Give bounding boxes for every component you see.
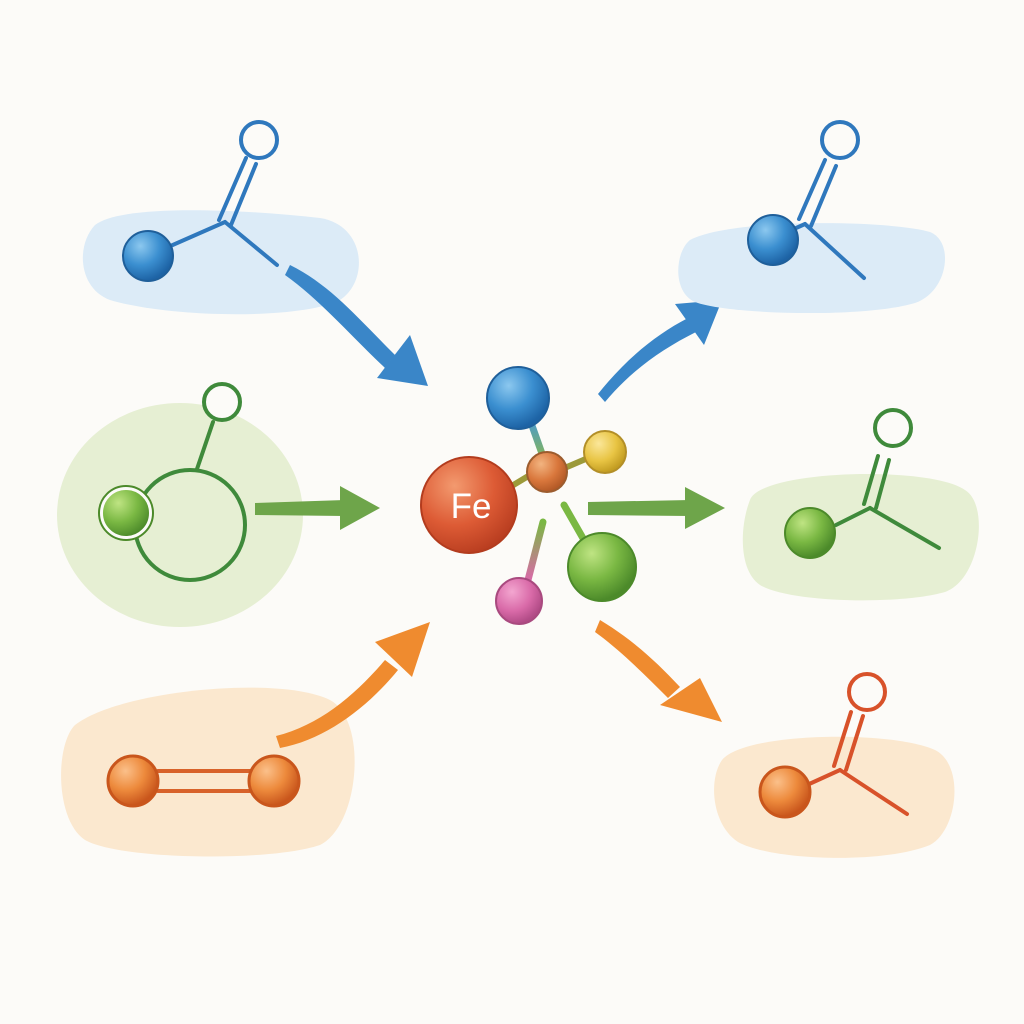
green-product-highlight [742, 473, 979, 601]
fe-atom [420, 456, 518, 554]
orange-outgoing-arrow [595, 620, 722, 722]
green-product-molecule-icon [742, 408, 979, 601]
green-incoming-arrow [255, 486, 380, 530]
green-reactant-highlight [57, 403, 303, 627]
orange-incoming-arrow [276, 622, 430, 748]
blue-outgoing-arrow [598, 300, 722, 402]
orange-reactant-molecule-icon [61, 687, 355, 857]
orange-product-molecule-icon [714, 672, 955, 858]
fe-catalyst-complex-icon: Fe [420, 366, 637, 625]
orange-product-highlight [714, 736, 955, 858]
blue-reactant-molecule-icon [82, 120, 359, 315]
blue-product-highlight [678, 223, 946, 314]
blue-incoming-arrow [285, 265, 428, 386]
green-reactant-molecule-icon [57, 382, 303, 627]
blue-product-molecule-icon [678, 120, 946, 314]
fe-label: Fe [451, 487, 492, 526]
green-outgoing-arrow [588, 487, 725, 529]
